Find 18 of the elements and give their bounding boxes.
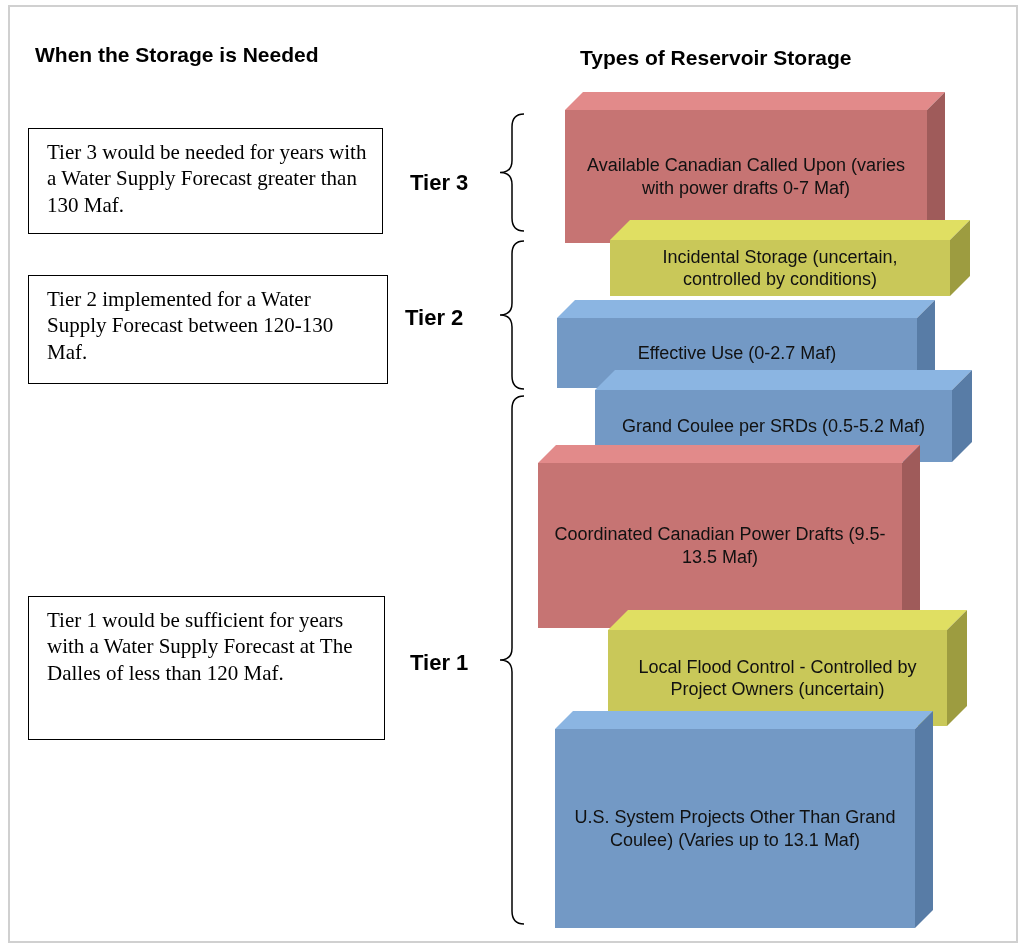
block-label: U.S. System Projects Other Than Grand Coulee) (Varies up to 13.1 Maf)	[573, 806, 897, 852]
tier-label: Tier 3	[410, 170, 469, 196]
block-label: Grand Coulee per SRDs (0.5-5.2 Maf)	[620, 414, 927, 438]
text-box: Tier 1 would be sufficient for years with a Water Supply Forecast at The Dalles of less than 120 Maf.	[28, 596, 385, 740]
text-box: Tier 3 would be needed for years with a Water Supply Forecast greater than 130 Maf.	[28, 128, 383, 234]
block-label: Coordinated Canadian Power Drafts (9.5-13.5 Maf)	[553, 523, 887, 569]
tier-label: Tier 1	[410, 650, 469, 676]
tier-label: Tier 2	[405, 305, 464, 331]
storage-block	[555, 711, 933, 928]
block-label: Effective Use (0-2.7 Maf)	[636, 341, 838, 365]
block-label: Incidental Storage (uncertain, controlled by conditions)	[661, 245, 899, 291]
storage-block	[538, 445, 920, 628]
column-heading: Types of Reservoir Storage	[580, 46, 852, 70]
text-box: Tier 2 implemented for a Water Supply Forecast between 120-130 Maf.	[28, 275, 388, 384]
column-heading: When the Storage is Needed	[35, 43, 319, 67]
block-label: Available Canadian Called Upon (varies with power drafts 0-7 Maf)	[586, 154, 906, 200]
storage-block	[610, 220, 970, 296]
block-label: Local Flood Control - Controlled by Project Owners (uncertain)	[637, 655, 918, 701]
